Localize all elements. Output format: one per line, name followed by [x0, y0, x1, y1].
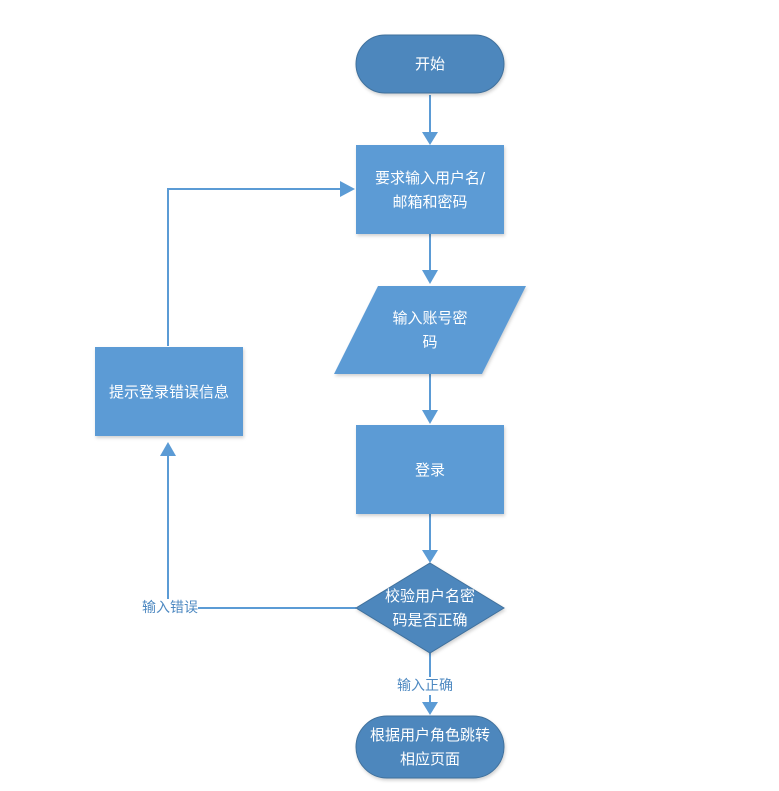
- edge-label-correct: 输入正确: [397, 677, 453, 695]
- arrowhead: [422, 410, 438, 424]
- arrowhead: [422, 550, 438, 563]
- node-error-shape[interactable]: [95, 347, 243, 436]
- node-input-shape[interactable]: [334, 286, 526, 374]
- edge-label-wrong: 输入错误: [142, 599, 198, 617]
- node-prompt-shape[interactable]: [356, 145, 504, 234]
- node-verify-shape[interactable]: [355, 562, 505, 654]
- node-start-shape[interactable]: [355, 34, 505, 94]
- node-redirect-shape[interactable]: [355, 715, 505, 779]
- arrowhead: [422, 270, 438, 284]
- arrowhead: [160, 442, 176, 456]
- edge-verify-error: [167, 456, 356, 609]
- arrowhead: [422, 702, 438, 715]
- arrowhead: [340, 181, 355, 197]
- edge-error-prompt: [167, 188, 340, 346]
- arrowhead: [422, 132, 438, 145]
- node-login-shape[interactable]: [356, 425, 504, 514]
